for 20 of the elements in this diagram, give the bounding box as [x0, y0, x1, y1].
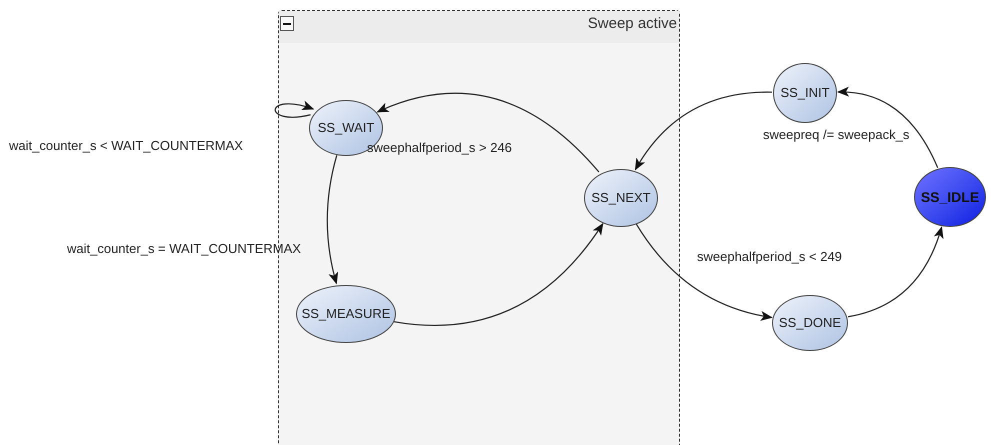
transition-arrow	[634, 92, 772, 170]
transition-guard-label: sweephalfperiod_s > 246	[366, 140, 513, 156]
transition-arrow	[636, 224, 773, 320]
region-title: Sweep active	[588, 14, 677, 34]
state-name: SS_IDLE	[920, 188, 980, 206]
transition-arrow	[848, 226, 944, 318]
state-name: SS_MEASURE	[302, 305, 390, 324]
state-name: SS_INIT	[780, 84, 830, 102]
transition-guard-label: wait_counter_s = WAIT_COUNTERMAX	[66, 241, 302, 257]
transition-guard-label: wait_counter_s < WAIT_COUNTERMAX	[8, 138, 244, 154]
transition-arrow	[394, 222, 604, 326]
state-name: SS_NEXT	[591, 189, 651, 208]
transition-arrow	[274, 101, 314, 118]
state-name: SS_DONE	[778, 314, 842, 332]
transition-guard-label: sweepreq /= sweepack_s	[762, 127, 910, 143]
transition-arrow	[326, 155, 338, 284]
transition-guard-label: sweephalfperiod_s < 249	[696, 249, 843, 265]
transition-arrow	[836, 87, 938, 168]
transition-arrow	[376, 92, 600, 172]
state-name: SS_WAIT	[318, 119, 374, 138]
